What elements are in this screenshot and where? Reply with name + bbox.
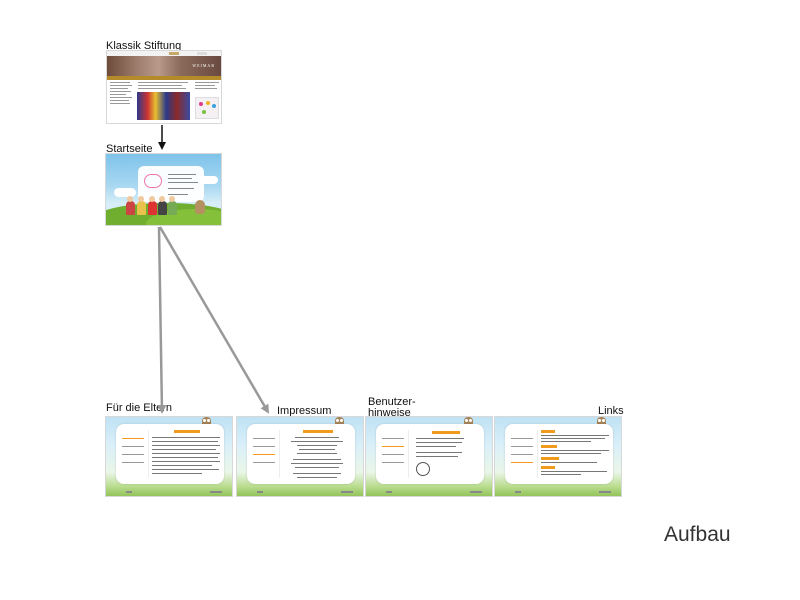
label-links: Links (598, 405, 624, 417)
thumbnail-links (494, 416, 622, 497)
label-impressum: Impressum (277, 405, 332, 417)
thumbnail-wordmark: WEIMAR (192, 63, 215, 68)
arrow-startseite-to-eltern (157, 226, 167, 414)
arrow-startseite-to-impressum (158, 226, 270, 414)
thumbnail-ad-box (195, 97, 219, 119)
label-klassik-stiftung: Klassik Stiftung (106, 40, 182, 52)
thumbnail-center-text (138, 82, 192, 122)
thumbnail-topbar (107, 51, 221, 56)
owl-mascot-icon (335, 417, 344, 428)
label-benutzerhinweise-line1: Benutzer- (368, 396, 416, 408)
thumbnail-content-card (505, 424, 613, 484)
thumbnail-banner: WEIMAR (107, 56, 221, 76)
child-figure (137, 201, 146, 215)
owl-mascot-icon (202, 417, 211, 428)
owl-mascot-icon (464, 417, 473, 428)
thumbnail-startseite (105, 153, 222, 226)
label-fuer-die-eltern: Für die Eltern (106, 402, 173, 414)
owl-mascot-icon (195, 200, 205, 214)
thumbnail-content-card (247, 424, 355, 484)
cloud-shape (114, 188, 136, 197)
face-sketch-icon (416, 462, 430, 476)
page-title: Aufbau (664, 523, 731, 546)
label-startseite: Startseite (106, 143, 153, 155)
child-figure (158, 201, 167, 215)
thumbnail-klassik-stiftung: WEIMAR (106, 50, 222, 124)
thumbnail-photo (137, 92, 190, 120)
thumbnail-nav-bar (107, 76, 221, 80)
thumbnail-fuer-die-eltern (105, 416, 233, 497)
thumbnail-benutzerhinweise (365, 416, 493, 497)
owl-mascot-icon (597, 417, 606, 428)
cloud-shape (198, 176, 218, 184)
thumbnail-impressum (236, 416, 364, 497)
child-figure (168, 201, 177, 215)
thumbnail-content-card (376, 424, 484, 484)
thumbnail-left-column (110, 82, 134, 122)
thumbnail-right-column (195, 82, 221, 122)
child-figure (126, 201, 135, 215)
thumbnail-content-card (116, 424, 224, 484)
child-figure (148, 201, 157, 215)
